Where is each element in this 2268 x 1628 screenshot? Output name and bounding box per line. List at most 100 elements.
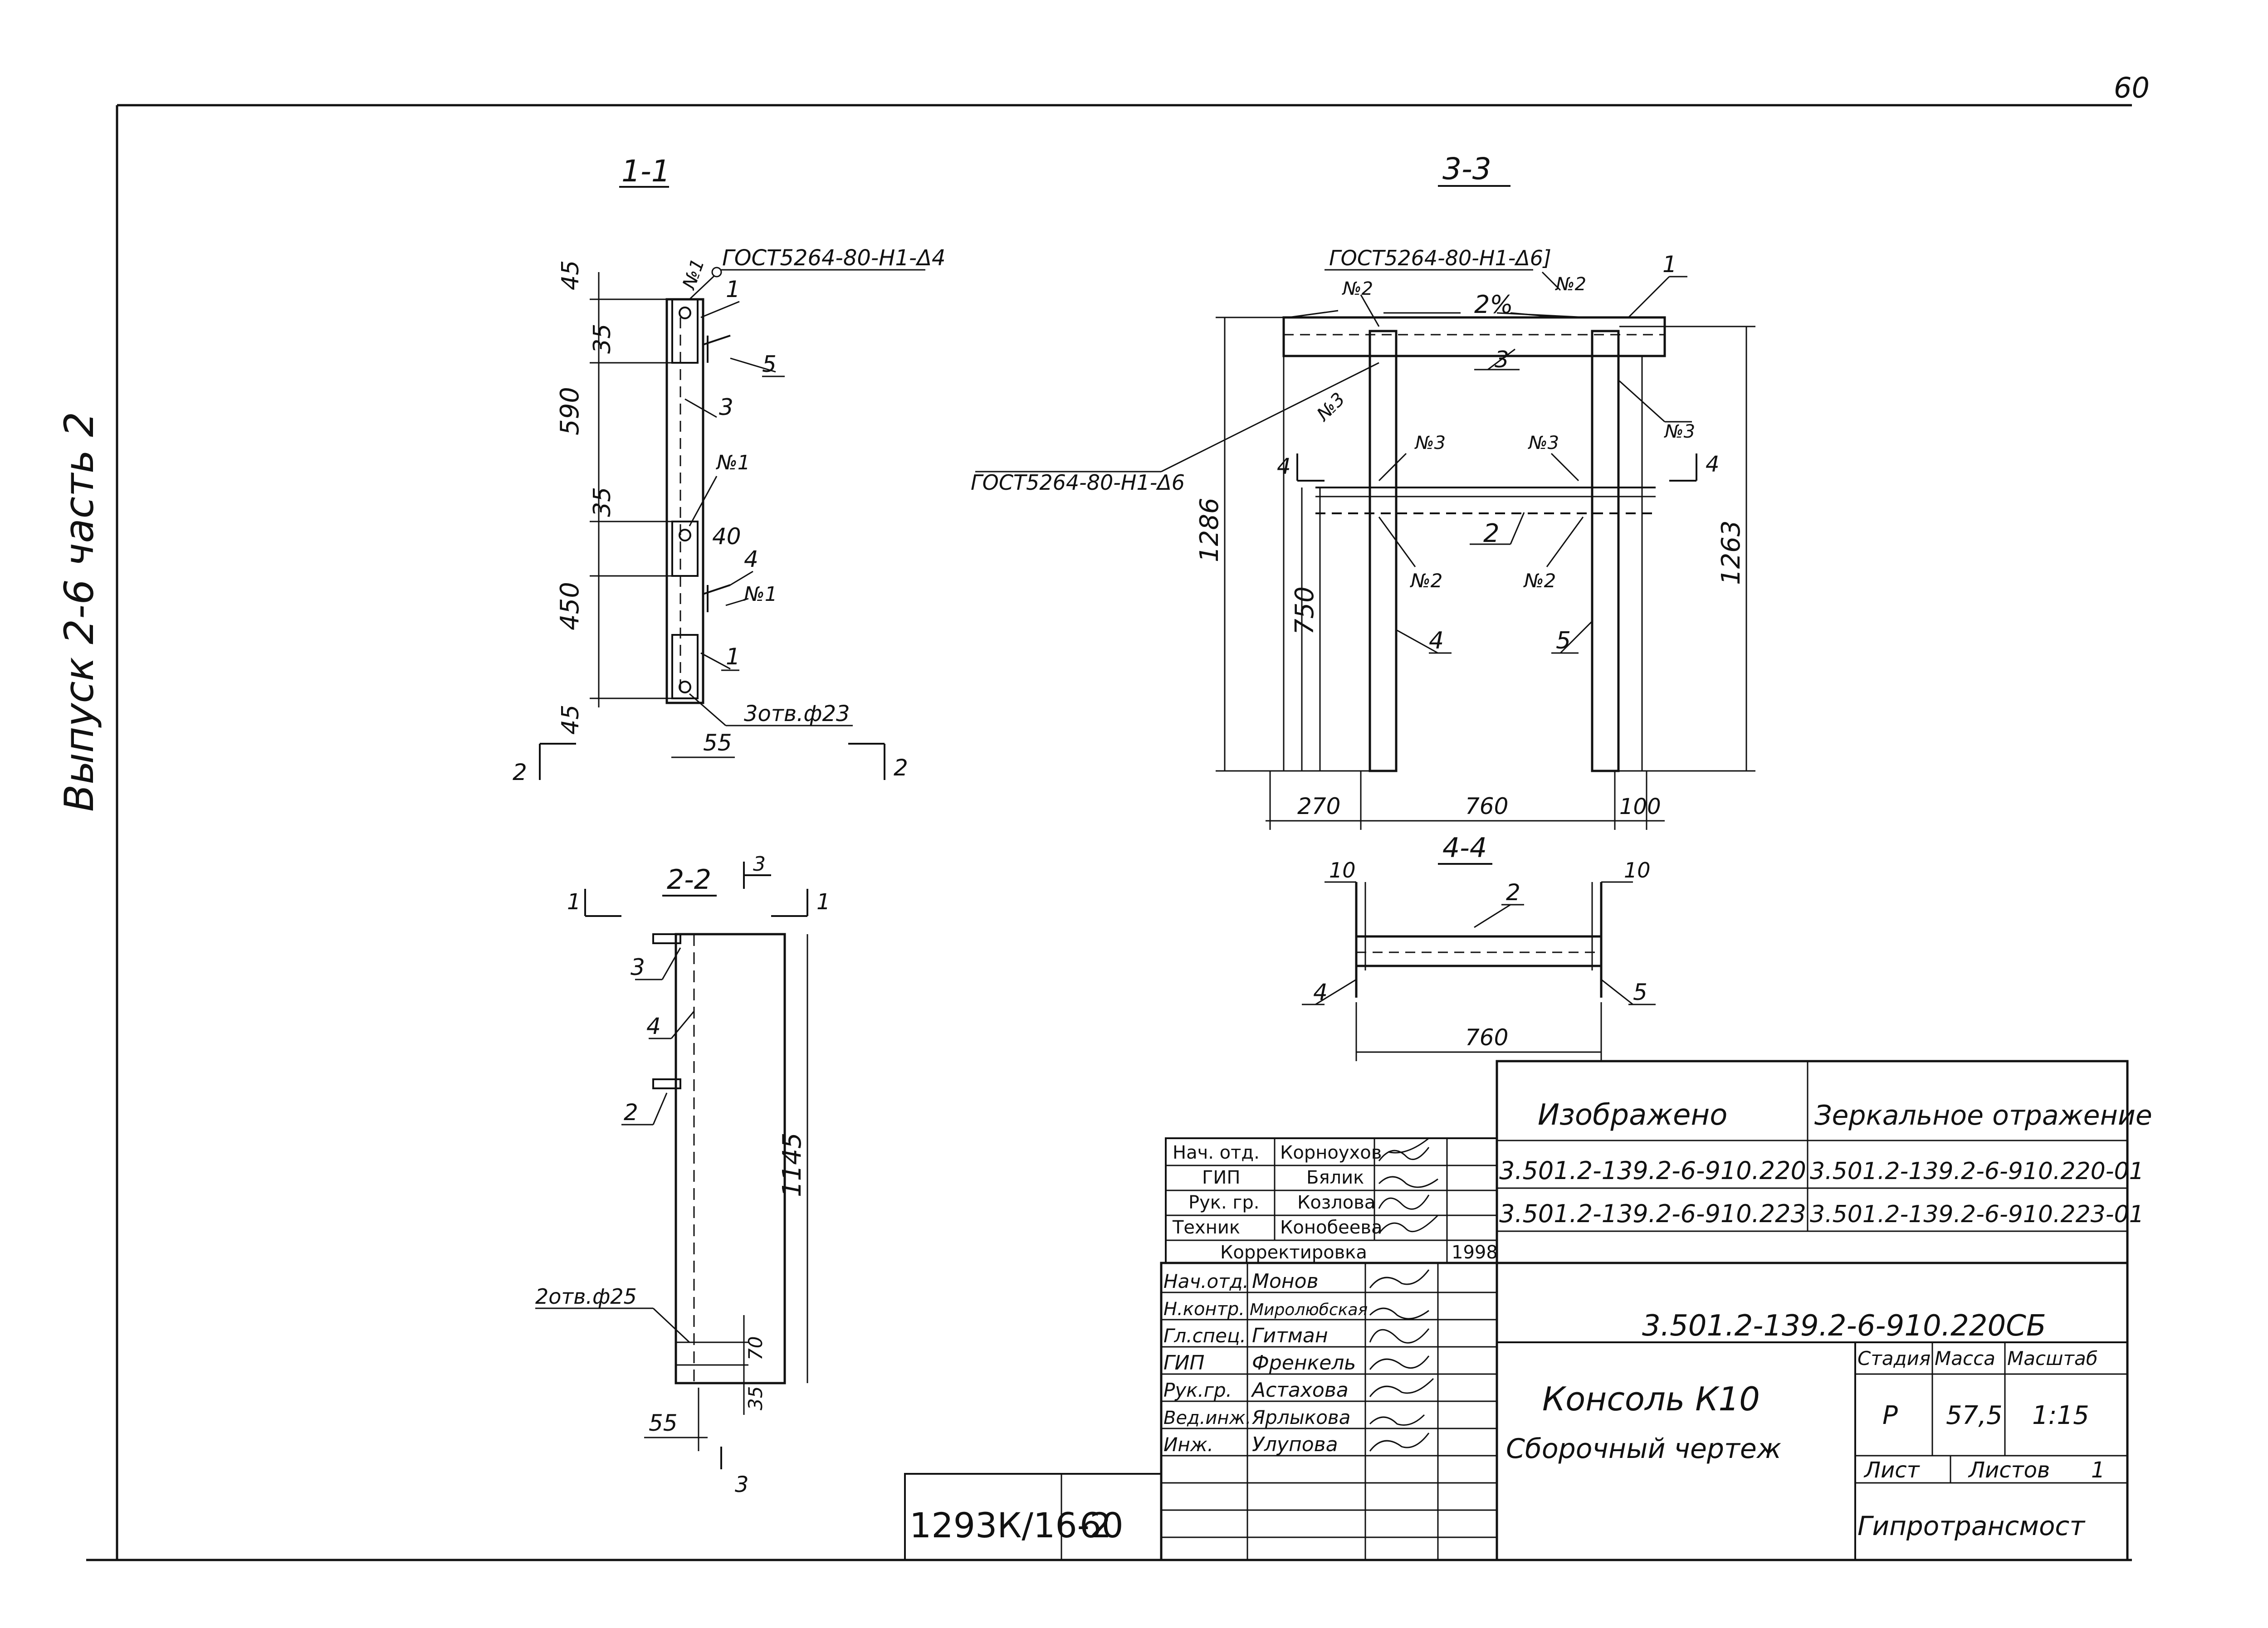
callout-3-3-4: 4 [1429,627,1444,654]
stage-label: Стадия [1857,1347,1931,1370]
node-mark-3-mid-right: №3 [1528,433,1559,453]
staff-role-6: Инж. [1163,1433,1213,1456]
variant-shown-0: 3.501.2-139.2-6-910.220 [1499,1156,1806,1185]
archive-sheet: 60 [1080,1505,1124,1545]
node-mark-3-mid-left: №3 [1414,433,1446,453]
dim-270: 270 [1297,793,1340,819]
callout-3: 3 [719,394,733,420]
sheet-label: Лист [1863,1457,1921,1483]
post-side [675,933,786,1384]
weld-note-3-3-top: ГОСТ5264-80-Н1-Δ6] [1329,246,1551,270]
approval-role-1: ГИП [1202,1167,1240,1188]
sheets-count: 1 [2091,1457,2105,1483]
staff-name-4: Астахова [1251,1379,1349,1402]
holes-note-2-2: 2отв.ф25 [535,1284,637,1309]
approval-name-0: Корноухов [1280,1142,1382,1163]
callout-4-4-5: 5 [1633,979,1647,1005]
title-block: 3.501.2-139.2-6-910.220СБ Нач.отд. Монов… [904,1262,2129,1561]
section-mark-3-bottom: 3 [735,1472,749,1497]
signature-0 [1378,1137,1430,1161]
node-mark-3-left-upper: №3 [1312,389,1349,425]
variant-mirror-0: 3.501.2-139.2-6-910.220-01 [1810,1158,2144,1185]
staff-role-4: Рук.гр. [1163,1379,1232,1401]
dim-55-2-2: 55 [649,1410,678,1436]
dim-590: 590 [555,387,585,435]
node-mark-1-low: №1 [743,583,777,606]
section-mark-2-right: 2 [894,755,908,781]
mass-label: Масса [1935,1347,1995,1370]
correction-label: Корректировка [1220,1242,1367,1263]
slope-note: 2% [1474,290,1513,319]
node-mark-3-low-right: №2 [1523,570,1556,592]
section-mark-4-right: 4 [1706,452,1720,477]
sheets-label: Листов [1968,1457,2050,1483]
scale-label: Масштаб [2007,1347,2098,1370]
approval-name-1: Бялик [1306,1167,1364,1188]
organization: Гипротрансмост [1857,1511,2086,1541]
section-mark-4-left: 4 [1277,454,1291,479]
section-2-2-title: 2-2 [667,864,711,896]
weld-note-1-1: ГОСТ5264-80-Н1-Δ4 [722,245,946,271]
staff-signature-5 [1369,1414,1425,1426]
staff-signature-0 [1369,1269,1430,1288]
callout-3-3-3: 3 [1495,346,1509,373]
staff-name-3: Френкель [1252,1351,1356,1375]
signature-1 [1378,1176,1438,1188]
signature-2 [1378,1194,1430,1210]
right-post [1591,330,1620,772]
dim-10-right: 10 [1624,858,1651,882]
staff-role-2: Гл.спец. [1163,1325,1246,1347]
approval-role-3: Техник [1172,1217,1240,1238]
dim-45-top: 45 [557,260,584,290]
section-4-4-title: 4-4 [1442,832,1487,864]
callout-4-4-4: 4 [1313,979,1328,1005]
callout-2-2-3: 3 [631,954,645,980]
section-1-1-view: 1-1 45 35 590 35 40 450 45 55 ГОСТ5264-8… [513,154,946,785]
approval-role-2: Рук. гр. [1188,1192,1260,1213]
variant-shown-1: 3.501.2-139.2-6-910.223 [1499,1199,1806,1228]
section-1-1-title: 1-1 [621,154,670,189]
dim-1263: 1263 [1716,520,1746,585]
callout-3-3-5: 5 [1556,627,1571,654]
left-post [1369,330,1398,772]
callout-4-4-2: 2 [1506,879,1520,906]
section-mark-3-top: 3 [753,853,766,876]
staff-role-1: Н.контр. [1163,1299,1245,1320]
dim-760: 760 [1465,793,1508,819]
weld-note-3-3-left: ГОСТ5264-80-Н1-Δ6 [971,470,1185,495]
staff-role-5: Вед.инж. [1163,1408,1251,1428]
holes-note-1-1: 3отв.ф23 [744,701,850,726]
dim-10-left: 10 [1329,858,1356,882]
node-mark-1-mid: №1 [715,451,750,474]
callout-2-2-4: 4 [646,1013,661,1039]
dim-35: 35 [744,1386,767,1410]
callout-5: 5 [762,351,777,377]
staff-role-3: ГИП [1163,1351,1205,1375]
staff-name-0: Монов [1252,1270,1319,1293]
node-mark-1-top: №1 [678,256,709,293]
dim-35-mid: 35 [589,487,616,517]
approval-upper-table: Нач. отд. Корноухов ГИП Бялик Рук. гр. К… [1165,1137,1498,1264]
dim-55: 55 [703,730,732,756]
dim-750: 750 [1290,586,1320,635]
dim-450: 450 [555,582,585,630]
node-mark-3-low-left: №2 [1410,570,1442,592]
dim-45-bottom: 45 [557,705,584,735]
variant-col-shown: Изображено [1538,1098,1727,1132]
callout-2-2-2: 2 [624,1099,638,1126]
section-3-3-view: 3-3 1286 750 1263 [971,151,1755,830]
staff-signature-4 [1369,1378,1434,1397]
variants-table: Изображено Зеркальное отражение 3.501.2-… [1496,1060,2152,1264]
dim-1286: 1286 [1195,497,1224,562]
section-mark-1-right: 1 [816,889,831,915]
approval-name-3: Конобеева [1280,1217,1382,1238]
variant-mirror-1: 3.501.2-139.2-6-910.223-01 [1810,1201,2144,1228]
top-beam [1282,316,1666,357]
section-4-4-view: 4-4 10 10 760 2 4 5 [1302,832,1656,1061]
node-mark-3-top-left: №2 [1342,278,1373,299]
staff-signature-2 [1369,1328,1430,1344]
product-name: Консоль К10 [1542,1380,1760,1418]
staff-role-0: Нач.отд. [1163,1270,1249,1292]
callout-1-top: 1 [726,276,740,302]
